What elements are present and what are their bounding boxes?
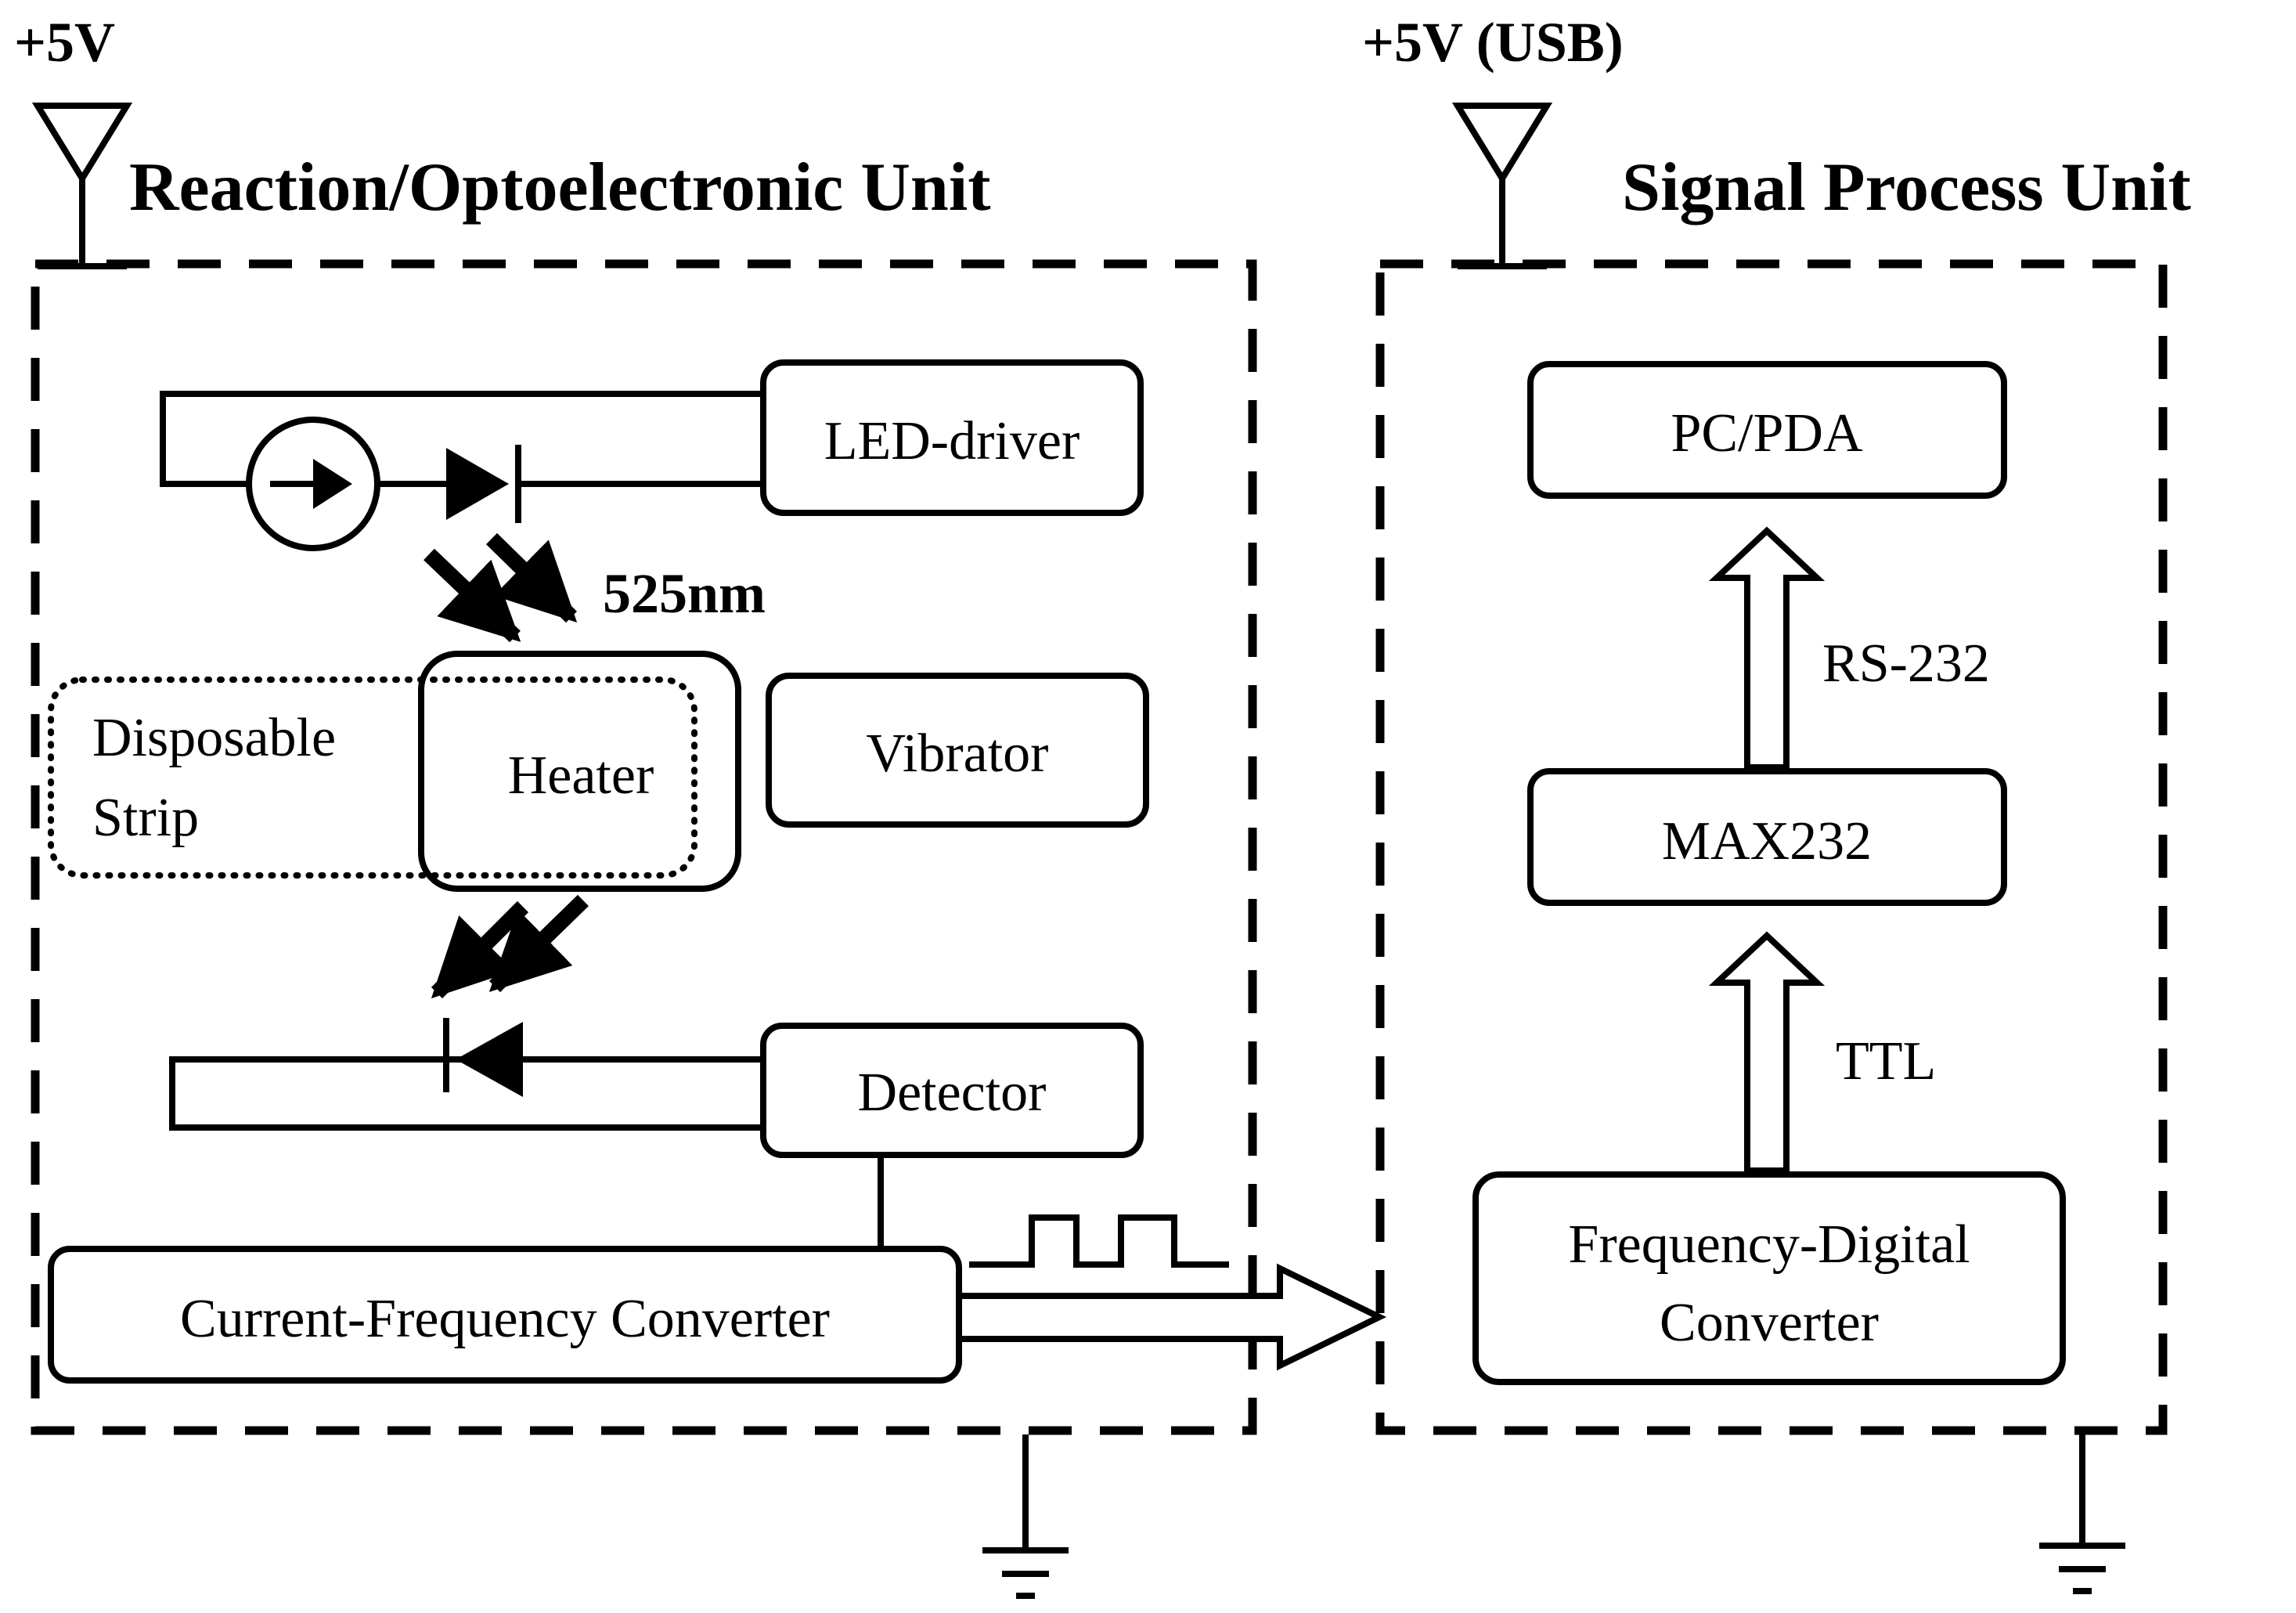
heater-block: Heater (418, 651, 741, 892)
led-driver-label: LED-driver (824, 411, 1080, 471)
rs232-arrow-icon (1708, 526, 1826, 770)
detector-block: Detector (760, 1023, 1144, 1158)
detector-label: Detector (858, 1063, 1047, 1123)
vibrator-block: Vibrator (766, 673, 1149, 828)
antenna-left-icon (31, 103, 133, 269)
vibrator-label: Vibrator (867, 724, 1049, 784)
led-diode-icon (446, 448, 509, 520)
heater-label: Heater (508, 745, 654, 806)
unit-boundary-left (31, 259, 1257, 1435)
photodiode-icon (456, 1022, 523, 1097)
unit-title-left: Reaction/Optoelectronic Unit (129, 150, 991, 226)
current-frequency-converter-block: Current-Frequency Converter (48, 1246, 962, 1384)
ttl-label: TTL (1836, 1031, 1936, 1092)
emitted-light-arrows-icon (424, 532, 578, 643)
pc-pda-block: PC/PDA (1527, 361, 2007, 499)
max232-block: MAX232 (1527, 768, 2007, 906)
current-frequency-converter-label: Current-Frequency Converter (180, 1289, 830, 1349)
disposable-strip: Disposable Strip (48, 677, 697, 879)
ground-right-icon (2039, 1434, 2125, 1594)
frequency-digital-label-line1: Frequency-Digital (1568, 1214, 1970, 1275)
ground-left-icon (982, 1434, 1069, 1599)
transmitted-light-arrows-icon (431, 894, 589, 999)
wavelength-label: 525nm (603, 562, 766, 625)
rs232-label: RS-232 (1822, 633, 1990, 694)
strip-label-line2: Strip (92, 788, 199, 848)
max232-label: MAX232 (1662, 811, 1872, 871)
ttl-arrow-icon (1708, 931, 1826, 1174)
supply-label-left: +5V (14, 11, 115, 74)
pc-pda-label: PC/PDA (1671, 403, 1863, 464)
supply-label-right: +5V (USB) (1362, 11, 1624, 74)
pulse-waveform-icon (969, 1214, 1229, 1268)
unit-boundary-right (1375, 259, 2168, 1435)
frequency-digital-label-line2: Converter (1660, 1293, 1879, 1353)
led-circuit (160, 391, 763, 551)
antenna-right-icon (1451, 103, 1553, 269)
led-driver-block: LED-driver (760, 359, 1144, 516)
detector-circuit (169, 1018, 763, 1131)
strip-label-line1: Disposable (92, 708, 336, 768)
frequency-digital-converter-block: Frequency-Digital Converter (1472, 1171, 2066, 1385)
inter-unit-arrow-icon (956, 1263, 1387, 1371)
unit-title-right: Signal Process Unit (1622, 150, 2191, 226)
